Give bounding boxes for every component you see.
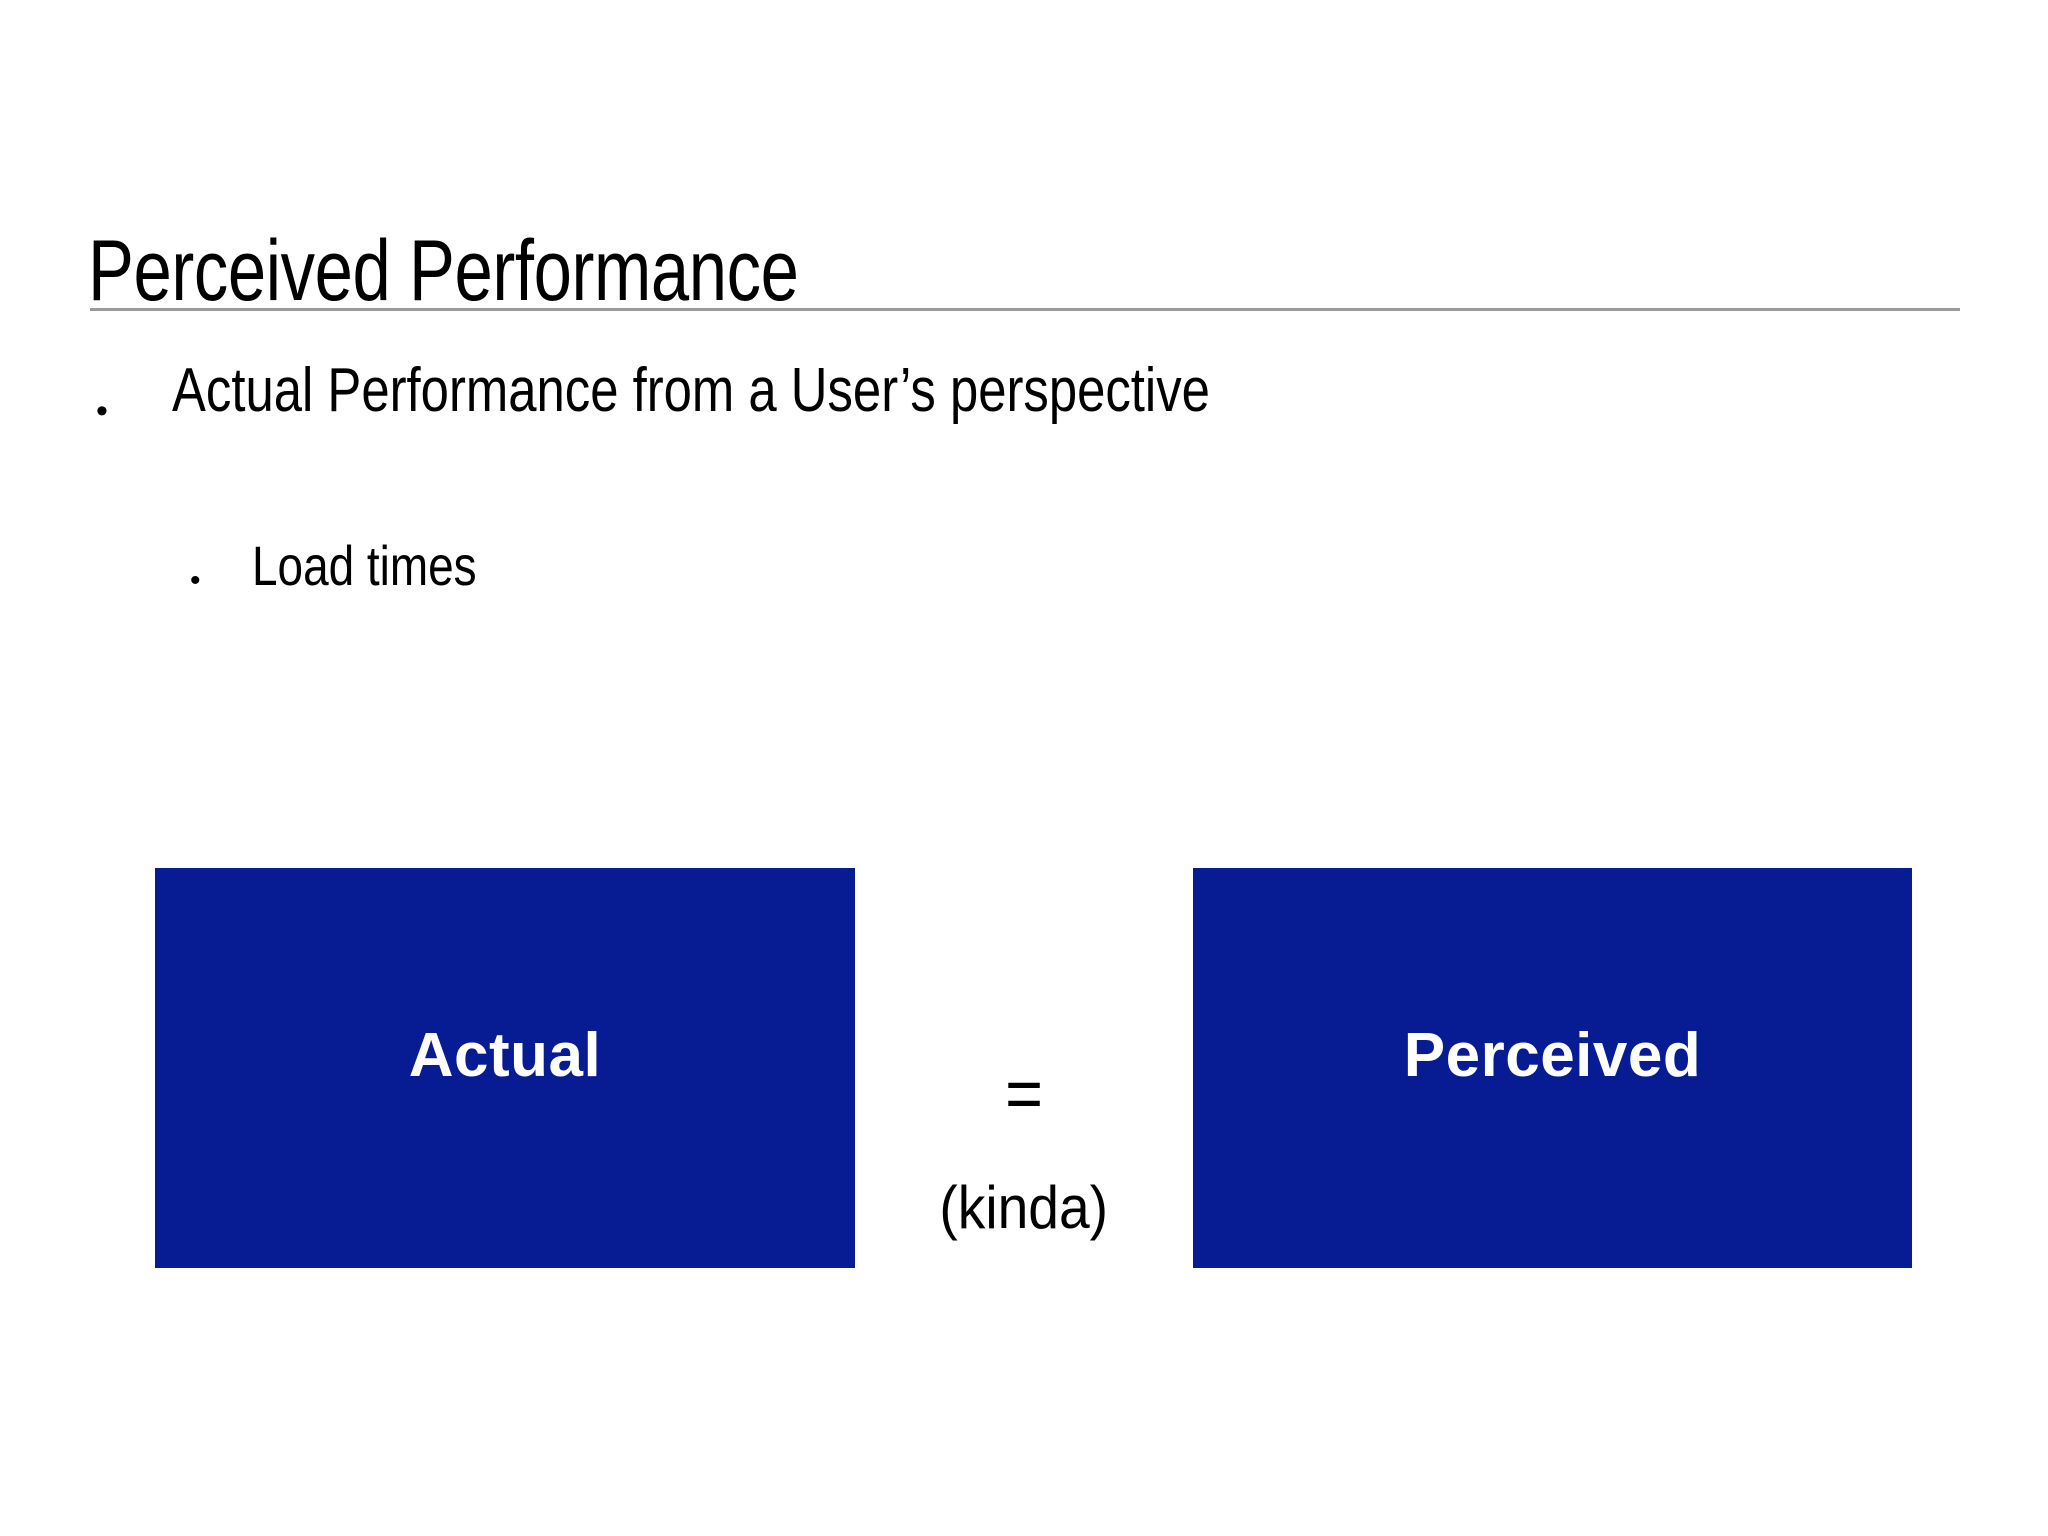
- bullet-dot-icon: •: [96, 392, 108, 430]
- bullet-text-primary: Actual Performance from a User’s perspec…: [172, 356, 1210, 425]
- list-item: • Actual Performance from a User’s persp…: [0, 356, 2048, 429]
- relation-group: = (kinda): [855, 868, 1193, 1268]
- perceived-box: Perceived: [1193, 868, 1912, 1268]
- actual-box-label: Actual: [408, 1021, 602, 1090]
- actual-box: Actual: [155, 868, 855, 1268]
- title-divider: [90, 308, 1960, 311]
- equals-sign: =: [1005, 1054, 1043, 1134]
- bullet-text-secondary: Load times: [252, 534, 477, 597]
- kinda-qualifier: (kinda): [939, 1174, 1109, 1241]
- bullet-list: • Actual Performance from a User’s persp…: [0, 356, 2048, 597]
- perceived-box-label: Perceived: [1403, 1021, 1702, 1090]
- bullet-dot-icon: •: [190, 564, 201, 597]
- list-item: • Load times: [0, 534, 2048, 597]
- page-title: Perceived Performance: [88, 222, 799, 319]
